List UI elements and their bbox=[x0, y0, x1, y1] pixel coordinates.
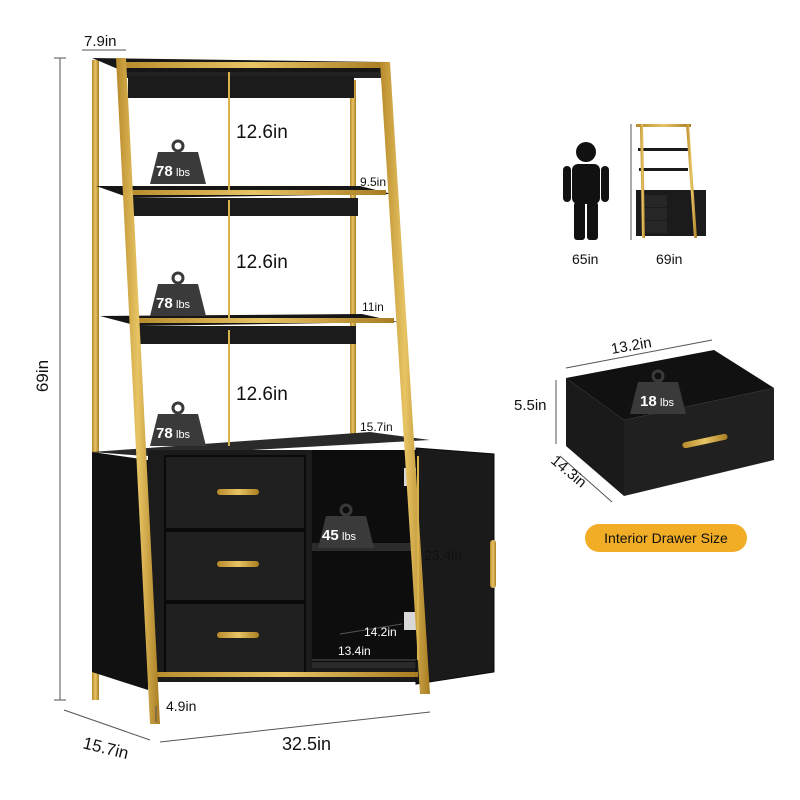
dim-base-depth: 15.7in bbox=[81, 733, 131, 763]
weight-icon-inner-shelf: 45 lbs bbox=[318, 503, 374, 548]
drawer-3 bbox=[164, 602, 306, 677]
door-handle bbox=[490, 540, 496, 588]
dimension-lines bbox=[54, 49, 431, 743]
svg-text:lbs: lbs bbox=[176, 299, 191, 311]
dim-depth-3: 11in bbox=[362, 300, 384, 314]
dim-width: 32.5in bbox=[282, 734, 331, 754]
scale-comparison: 65in 69in bbox=[563, 124, 706, 267]
shelf-top-back bbox=[128, 76, 354, 98]
svg-text:45: 45 bbox=[322, 527, 339, 544]
svg-text:78: 78 bbox=[156, 295, 173, 312]
dim-gap-2: 12.6in bbox=[236, 252, 288, 273]
dim-inner-depth: 14.2in bbox=[364, 625, 397, 639]
dim-inner-height: 23.4in bbox=[424, 547, 462, 563]
dim-gap-1: 12.6in bbox=[236, 122, 288, 143]
dim-depth-cabinet: 15.7in bbox=[360, 420, 393, 434]
top-rail bbox=[118, 62, 386, 68]
drawer-side bbox=[566, 378, 624, 496]
svg-text:lbs: lbs bbox=[660, 397, 675, 409]
svg-text:lbs: lbs bbox=[176, 429, 191, 441]
drawer-handle-2 bbox=[217, 561, 259, 567]
weight-icon-cabinet-top: 78 lbs bbox=[150, 401, 206, 446]
interior-drawer-size-badge: Interior Drawer Size bbox=[585, 524, 747, 552]
weight-icon-shelf-1: 78 lbs bbox=[150, 139, 206, 184]
rear-leg-left bbox=[92, 60, 99, 700]
cabinet-door bbox=[415, 447, 495, 685]
compartment-bottom bbox=[312, 662, 416, 668]
cabinet bbox=[92, 432, 496, 690]
person-icon bbox=[563, 142, 609, 240]
door-hinge-bottom bbox=[404, 612, 416, 630]
drawer-detail-handle bbox=[682, 433, 728, 449]
dim-leg-height: 4.9in bbox=[166, 698, 196, 714]
open-compartment bbox=[312, 450, 416, 662]
drawer-height-label: 5.5in bbox=[514, 397, 547, 414]
dim-height: 69in bbox=[33, 360, 52, 392]
dim-gap-3: 12.6in bbox=[236, 384, 288, 405]
base-rail bbox=[148, 672, 418, 677]
cabinet-side-panel bbox=[92, 452, 148, 690]
weight-icon-shelf-2: 78 lbs bbox=[150, 271, 206, 316]
drawer-width-label: 13.2in bbox=[610, 334, 653, 358]
furniture-height-label: 69in bbox=[656, 251, 682, 267]
drawer-handle-3 bbox=[217, 632, 259, 638]
mini-bookcase bbox=[636, 124, 706, 238]
svg-text:78: 78 bbox=[156, 163, 173, 180]
dim-depth-2: 9.5in bbox=[360, 175, 386, 189]
badge-label: Interior Drawer Size bbox=[604, 530, 728, 546]
bookcase bbox=[92, 58, 496, 724]
svg-text:78: 78 bbox=[156, 425, 173, 442]
rail-3 bbox=[132, 318, 394, 323]
svg-text:lbs: lbs bbox=[176, 167, 191, 179]
rear-leg-right bbox=[350, 80, 356, 440]
svg-text:lbs: lbs bbox=[342, 531, 357, 543]
dim-top-depth: 7.9in bbox=[84, 33, 117, 50]
drawer-1 bbox=[164, 455, 306, 530]
shelf-gap-lines bbox=[228, 72, 419, 660]
dim-inner-width: 13.4in bbox=[338, 644, 371, 658]
svg-text:18: 18 bbox=[640, 393, 657, 410]
shelf-2-front bbox=[130, 198, 358, 216]
weight-icon-drawer: 18 lbs bbox=[630, 369, 686, 414]
shelf-3-front bbox=[138, 326, 356, 344]
front-leg-left bbox=[116, 58, 160, 724]
drawer-detail: 18 lbs 13.2in 5.5in 14.3in bbox=[514, 334, 774, 503]
rail-2 bbox=[124, 190, 386, 195]
person-height-label: 65in bbox=[572, 251, 598, 267]
drawer-handle-1 bbox=[217, 489, 259, 495]
